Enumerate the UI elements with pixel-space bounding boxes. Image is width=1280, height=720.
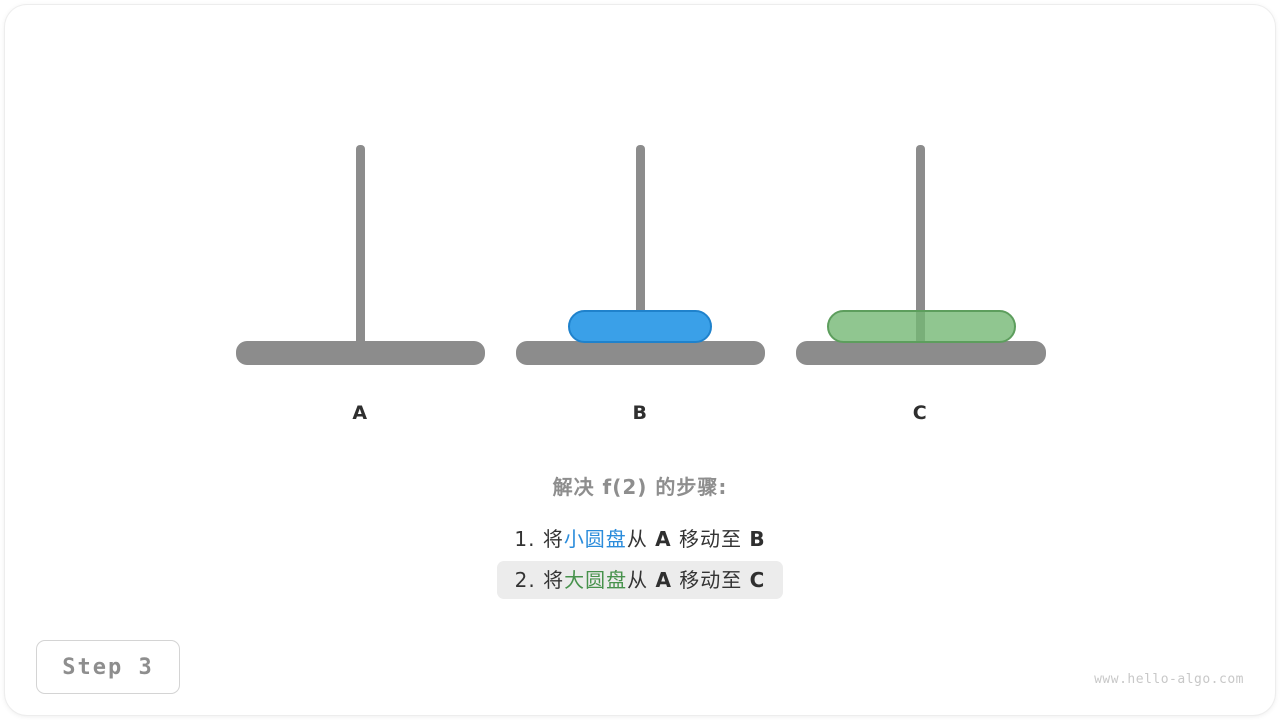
- step-disk-label-2: 大圆盘: [564, 568, 628, 592]
- caption-block: 解决 f(2) 的步骤: 1. 将小圆盘从 A 移动至 B 2. 将大圆盘从 A…: [0, 472, 1280, 599]
- watermark: www.hello-algo.com: [1094, 672, 1244, 687]
- step-badge: Step 3: [36, 640, 180, 694]
- pole-a: [355, 145, 365, 345]
- step-list: 1. 将小圆盘从 A 移动至 B 2. 将大圆盘从 A 移动至 C: [0, 520, 1280, 599]
- step-index-2: 2.: [514, 568, 536, 592]
- caption-title: 解决 f(2) 的步骤:: [552, 475, 728, 499]
- base-a: [236, 341, 485, 365]
- base-c: [796, 341, 1046, 365]
- step-disk-label-1: 小圆盘: [563, 527, 627, 551]
- peg-label-a: A: [352, 402, 368, 424]
- step-row-1: 1. 将小圆盘从 A 移动至 B: [496, 520, 783, 558]
- step-to-1: B: [749, 527, 766, 551]
- step-row-2: 2. 将大圆盘从 A 移动至 C: [496, 561, 784, 599]
- step-prefix-2: 将: [543, 568, 565, 592]
- step-from-1: A: [655, 527, 672, 551]
- small-disk: [568, 310, 712, 343]
- step-index-1: 1.: [514, 527, 536, 551]
- step-from-2: A: [655, 568, 672, 592]
- pole-c: [915, 145, 925, 345]
- step-to-2: C: [749, 568, 766, 592]
- step-prefix-1: 将: [542, 527, 564, 551]
- step-middle-1: 从: [626, 527, 648, 551]
- base-b: [516, 341, 765, 365]
- step-verb-2: 移动至: [679, 568, 743, 592]
- peg-label-b: B: [632, 402, 648, 424]
- pole-b: [635, 145, 645, 345]
- step-middle-2: 从: [627, 568, 649, 592]
- peg-label-c: C: [912, 402, 928, 424]
- large-disk: [827, 310, 1016, 343]
- step-verb-1: 移动至: [679, 527, 743, 551]
